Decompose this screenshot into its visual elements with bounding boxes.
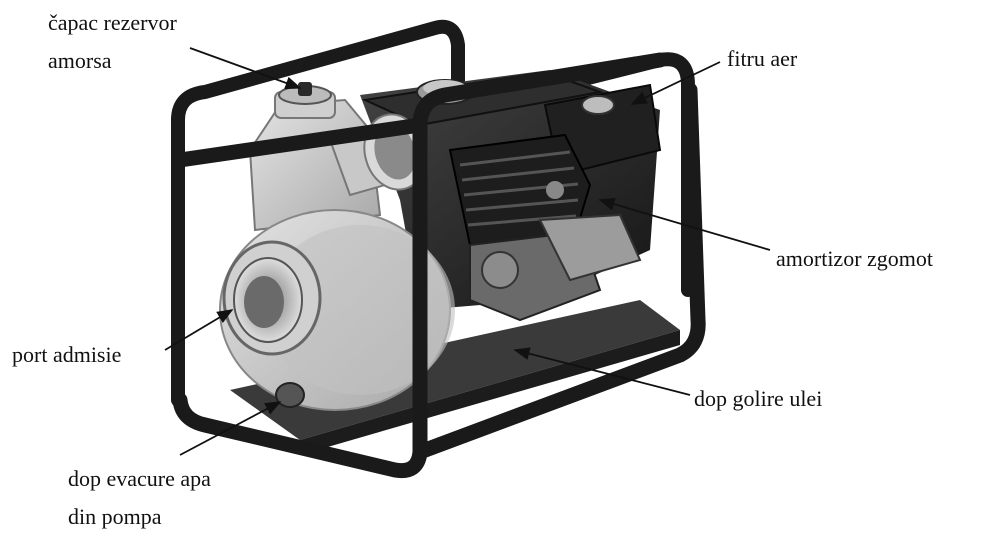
label-oil-drain: dop golire ulei <box>694 386 823 411</box>
label-air-filter: fitru aer <box>727 46 798 71</box>
leader-muffler <box>598 197 771 251</box>
oil-drain-plug <box>493 336 517 354</box>
engine-block <box>360 70 662 322</box>
leader-oil-drain <box>513 347 691 396</box>
leader-priming-cap <box>189 47 302 90</box>
leader-intake-port <box>164 309 234 351</box>
leader-air-filter <box>630 61 721 105</box>
label-muffler: amortizor zgomot <box>776 246 934 271</box>
label-priming-cap-line2: amorsa <box>48 48 112 73</box>
label-water-drain-line2: din pompa <box>68 504 162 529</box>
label-water-drain-line1: dop evacure apa <box>68 466 211 491</box>
leader-lines <box>164 47 771 456</box>
label-intake-port: port admisie <box>12 342 122 367</box>
frame-front <box>172 52 706 479</box>
leader-water-drain <box>179 401 282 456</box>
label-priming-cap-line1: čapac rezervor <box>48 10 177 35</box>
